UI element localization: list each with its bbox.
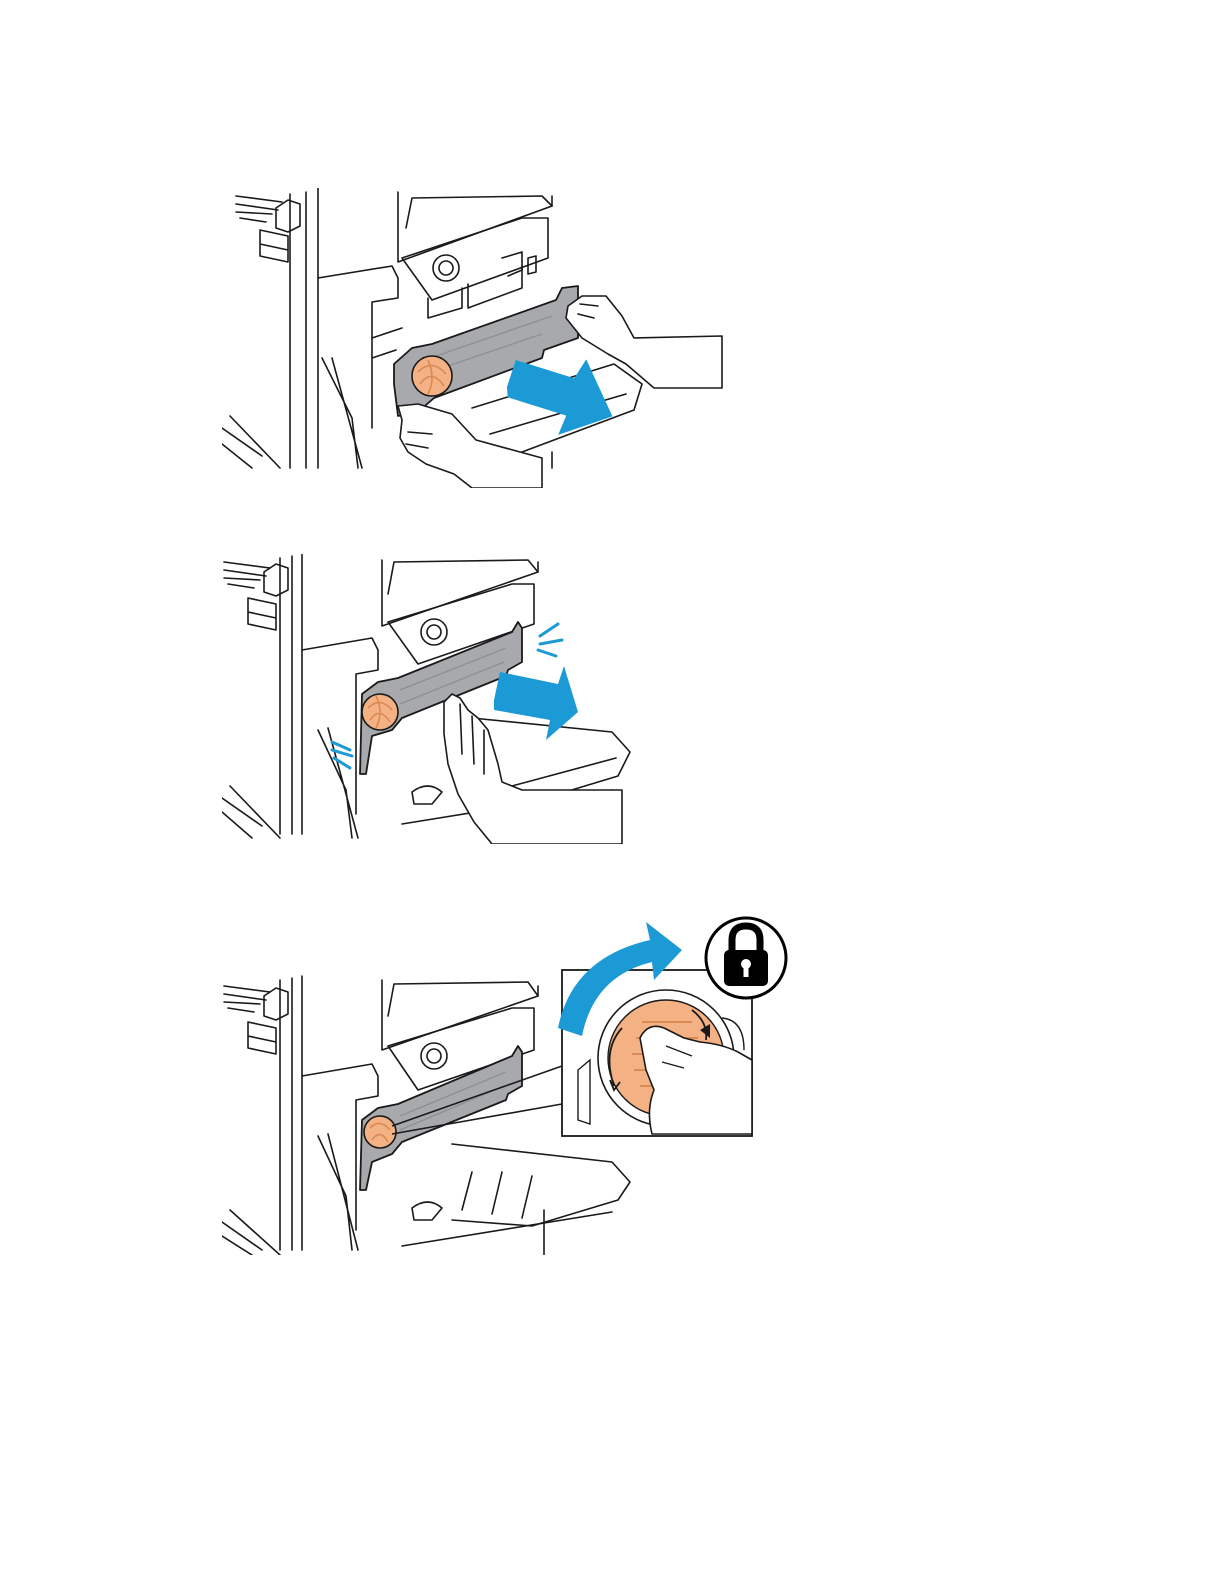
printer-seat-cartridge-illustration — [222, 554, 642, 844]
finisher-latch — [276, 200, 300, 232]
illustration-step-3 — [222, 910, 802, 1255]
cartridge-knob-icon — [412, 356, 452, 396]
push-arrow-icon — [494, 666, 578, 740]
illustration-step-1 — [222, 188, 732, 488]
cartridge-knob-icon — [364, 1116, 396, 1148]
finisher-hatch — [236, 196, 282, 222]
printer-lock-cartridge-illustration — [222, 910, 802, 1255]
printer-insert-cartridge-illustration — [222, 188, 732, 488]
lock-icon — [706, 918, 786, 998]
illustration-step-2 — [222, 554, 642, 844]
push-arrow-icon — [502, 351, 618, 440]
finisher-label — [260, 230, 288, 262]
cartridge-knob-icon — [362, 694, 398, 730]
